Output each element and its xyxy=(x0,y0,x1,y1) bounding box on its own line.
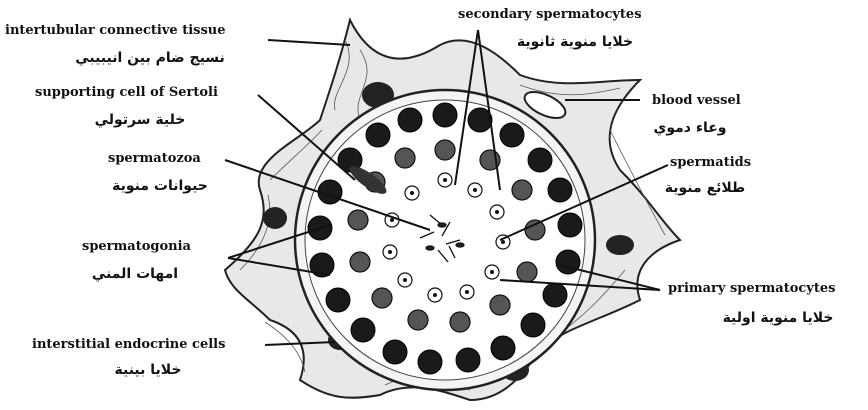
label-secondary-ar: خلايا منوية ثانوية xyxy=(517,34,633,50)
label-secondary-en: secondary spermatocytes xyxy=(458,7,642,22)
label-spermatozoa-en: spermatozoa xyxy=(108,151,201,166)
label-blood-vessel-en: blood vessel xyxy=(652,93,741,108)
label-spermatogonia-en: spermatogonia xyxy=(82,239,192,254)
label-primary-ar: خلايا منوية اولية xyxy=(723,310,834,326)
label-spermatids-ar: طلائع منوية xyxy=(665,180,745,196)
label-interstitial-en: interstitial endocrine cells xyxy=(32,337,225,352)
label-spermatogonia-ar: امهات المني xyxy=(92,266,178,282)
label-blood-vessel-ar: وعاء دموي xyxy=(653,120,726,137)
label-intertubular-ar: نسيج ضام بين انيبيبي xyxy=(75,50,225,66)
label-sertoli-en: supporting cell of Sertoli xyxy=(35,85,218,100)
label-sertoli-ar: خلية سرتولي xyxy=(95,112,186,128)
label-interstitial-ar: خلايا بينية xyxy=(115,362,182,378)
label-spermatids-en: spermatids xyxy=(670,155,751,170)
label-primary-en: primary spermatocytes xyxy=(668,281,835,296)
label-intertubular-en: intertubular connective tissue xyxy=(5,23,226,38)
label-spermatozoa-ar: حيوانات منوية xyxy=(112,178,208,194)
